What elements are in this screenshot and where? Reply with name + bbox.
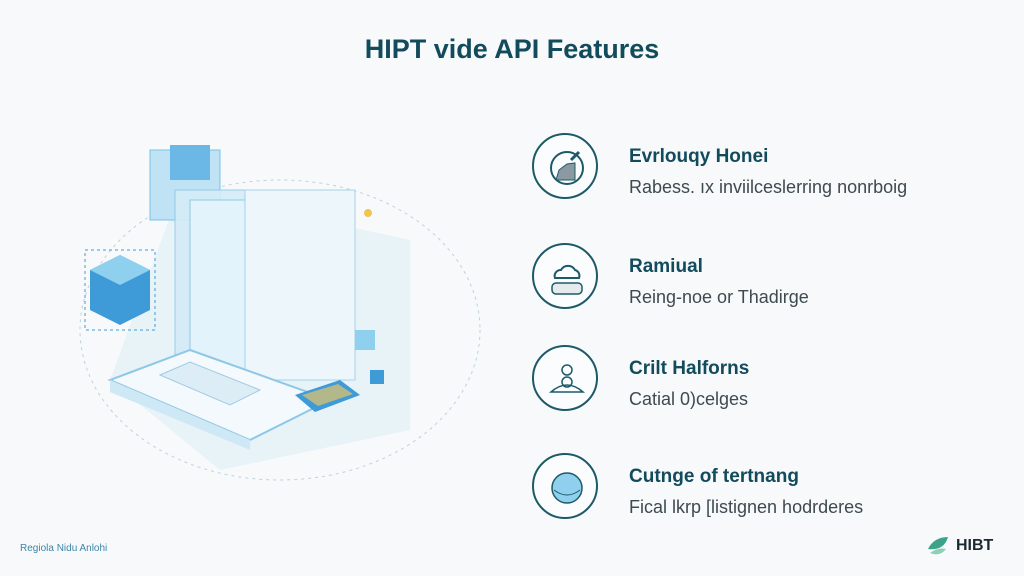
feature-title: Evrlouqy Honei [629, 146, 769, 167]
feature-item: Evrlouqy Honei Rabess. ıx inviilceslerri… [532, 133, 992, 205]
brand-logo: HIBT [926, 535, 993, 557]
logo-text: HIBT [956, 537, 994, 554]
server-stack-icon [149, 145, 356, 391]
feature-item: Ramiual Reing-noe or Thadirge [532, 243, 992, 315]
cube-icon [84, 249, 156, 331]
feature-title: Cutnge of tertnang [629, 466, 799, 487]
feature-title: Ramiual [629, 256, 703, 277]
feature-description: Reing-noe or Thadirge [629, 287, 809, 307]
network-icon [532, 345, 598, 411]
feature-item: Crilt Halforns Catial 0)celges [532, 345, 992, 417]
feature-description: Catial 0)celges [629, 389, 749, 409]
shield-globe-icon [532, 453, 598, 519]
leaf-icon [928, 537, 948, 555]
feature-description: Rabess. ıx inviilceslerring nonrboig [629, 177, 908, 197]
cloud-icon [532, 243, 598, 309]
card-icon [295, 380, 360, 412]
feature-title: Crilt Halforns [629, 358, 750, 379]
pen-chart-icon [532, 133, 598, 199]
feature-description: Fical lkrp [listignen hodrderes [629, 497, 864, 517]
feature-item: Cutnge of tertnang Fical lkrp [listignen… [532, 453, 992, 525]
hero-illustration [70, 130, 490, 500]
page-title: HIPT vide API Features [364, 34, 660, 64]
laptop-icon [107, 348, 333, 450]
footer-caption: Regiola Nidu Anlohi [20, 543, 108, 554]
